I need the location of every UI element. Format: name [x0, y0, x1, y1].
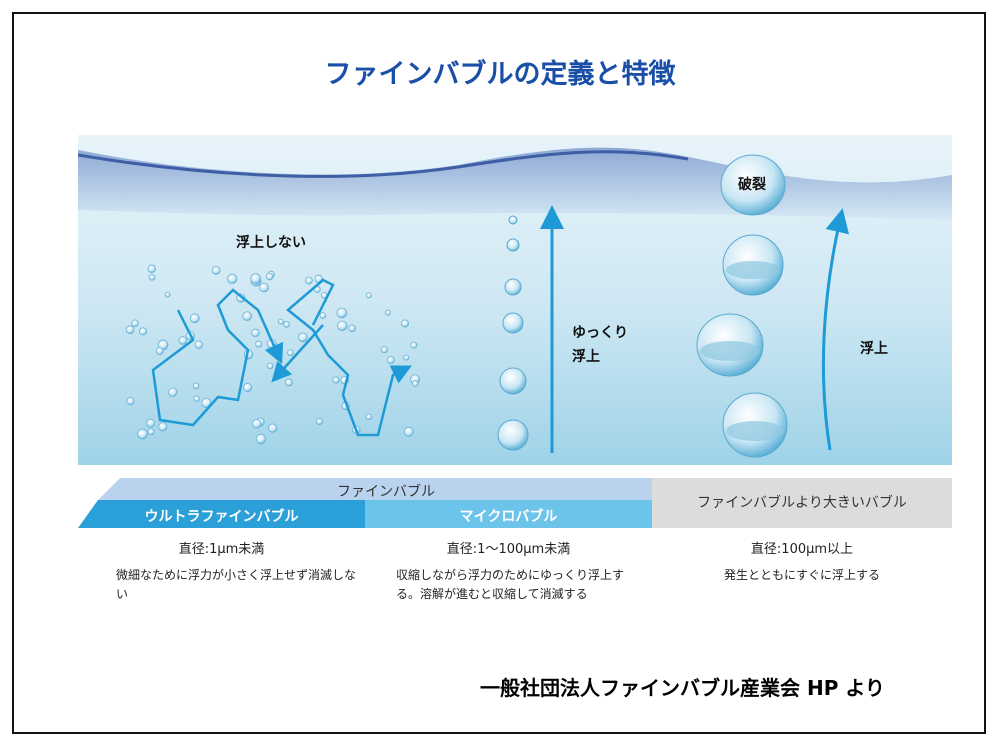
ultra-fine-bubble [147, 264, 156, 274]
page-title: ファインバブルの定義と特徴 [324, 59, 676, 90]
ultra-fine-bubble [164, 291, 171, 298]
ultra-fine-bubble [155, 347, 164, 355]
ultra-fine-bubble [137, 428, 148, 440]
ultra-fine-bubble [410, 341, 418, 349]
category-bands [78, 478, 652, 528]
micro-bubbles [497, 215, 529, 451]
ultra-fine-bubble [178, 336, 188, 345]
ultra-fine-bubble [403, 354, 410, 361]
ultra-fine-bubble [158, 422, 168, 432]
ultra-fine-bubble [348, 324, 356, 333]
desc-ultra: 微細なために浮力が小さく浮上せず消滅しない [116, 568, 357, 601]
ultra-fine-bubble [401, 319, 409, 328]
ultra-fine-bubble [403, 426, 414, 437]
ultra-fine-bubble [278, 318, 284, 325]
ultra-fine-bubble [316, 418, 323, 426]
ultra-fine-bubble [319, 312, 327, 319]
ultra-fine-bubble [126, 397, 135, 406]
ultra-fine-bubble [267, 362, 274, 370]
ultra-fine-bubble [168, 387, 178, 397]
ultra-fine-bubble [125, 325, 135, 335]
frame-border [12, 12, 986, 734]
diameter-ultra: 直径:1μm未満 [178, 542, 265, 557]
band-ultra-fine: ウルトラファインバブル [144, 509, 299, 525]
ultra-fine-bubble [131, 319, 139, 328]
ultra-fine-bubble [365, 413, 373, 421]
ultra-fine-bubble [265, 272, 274, 281]
random-path-arrow [151, 288, 284, 427]
micro-bubble [497, 419, 529, 451]
ultra-fine-bubble [252, 419, 262, 429]
ultra-fine-bubble [242, 311, 252, 322]
band-larger: ファインバブルより大きいバブル [652, 478, 952, 528]
label-slow-rise: 浮上 [572, 349, 600, 365]
ultra-fine-bubble [250, 273, 262, 284]
desc-micro: 収縮しながら浮力のためにゆっくり浮上する。溶解が進むと収縮して消滅する [396, 568, 625, 601]
label-no-rise: 浮上しない [236, 235, 306, 251]
micro-bubble [504, 278, 522, 296]
label-burst: 破裂 [738, 177, 766, 193]
micro-bubble [508, 215, 518, 225]
ultra-fine-bubble [211, 265, 221, 275]
ultra-fine-bubble [337, 320, 348, 332]
diameter-micro: 直径:1〜100μm未満 [446, 542, 571, 557]
ultra-fine-bubble [283, 321, 290, 328]
ultra-fine-bubble [147, 428, 155, 436]
large-bubbles [696, 154, 788, 458]
ultra-fine-bubble [243, 383, 253, 393]
source-credit: 一般社団法人ファインバブル産業会 HP より [480, 676, 885, 700]
ultra-fine-bubble [259, 282, 269, 293]
ultra-fine-bubble [227, 273, 238, 284]
ultra-fine-bubble [384, 309, 391, 316]
ultra-fine-bubble [298, 332, 308, 343]
ultra-fine-bubble [146, 418, 156, 428]
band-micro: マイクロバブル [459, 509, 558, 525]
random-path-arrow [286, 278, 412, 437]
label-rise: 浮上 [860, 341, 888, 357]
ultra-fine-bubble [386, 356, 395, 365]
ultra-fine-bubble [268, 423, 278, 433]
ultra-fine-bubble [332, 376, 340, 384]
ultra-fine-bubble [194, 340, 203, 349]
label-slow: ゆっくり [572, 325, 628, 341]
diameter-larger: 直径:100μm以上 [750, 542, 854, 557]
ultra-fine-bubble [411, 380, 419, 387]
ultra-fine-bubble [189, 313, 200, 324]
micro-bubble [502, 312, 524, 334]
ultra-fine-bubble [255, 433, 267, 445]
ultra-fine-bubble [285, 378, 293, 387]
micro-bubble [499, 367, 527, 395]
ultra-fine-bubble [148, 273, 156, 281]
ultra-fine-bubble [251, 328, 260, 338]
ultra-fine-bubble [380, 346, 388, 354]
ultra-fine-bubble [255, 340, 263, 348]
water-illustration [78, 135, 952, 465]
ultra-fine-bubble [138, 327, 148, 336]
desc-larger: 発生とともにすぐに浮上する [723, 568, 881, 582]
ultra-fine-bubble [193, 395, 200, 402]
ultra-fine-bubble [192, 382, 200, 390]
band-fine-bubble: ファインバブル [337, 484, 435, 500]
ultra-fine-bubble [365, 292, 372, 299]
ultra-fine-bubble [287, 349, 294, 357]
ultra-fine-bubble [305, 276, 313, 285]
fast-rise-arrow [821, 208, 850, 451]
micro-bubble [506, 238, 520, 252]
ultra-fine-bubble [336, 307, 348, 319]
